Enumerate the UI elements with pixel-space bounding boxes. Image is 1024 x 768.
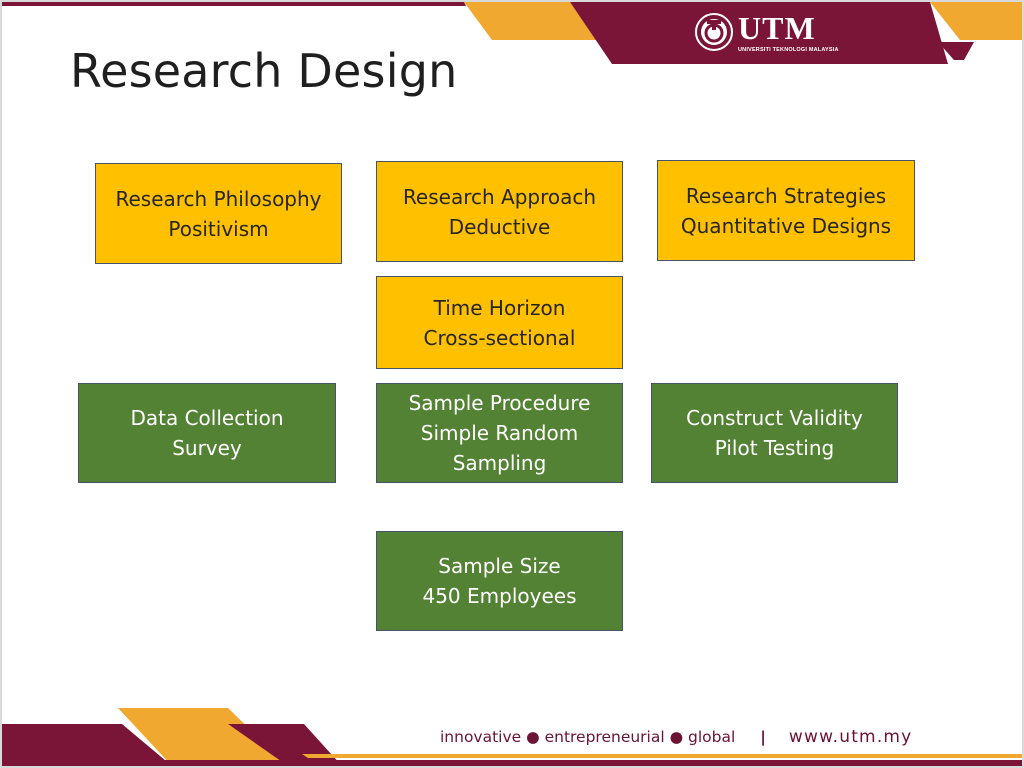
slide-title: Research Design [70,44,458,98]
box-heading: Sample Procedure [408,391,591,415]
box-value: Survey [172,436,242,460]
footer-tagline-bar: innovative ● entrepreneurial ● global | … [440,727,912,747]
box-heading: Sample Size [438,554,561,578]
research-strategies-box: Research Strategies Quantitative Designs [657,160,915,261]
box-value-continued: Sampling [452,451,547,475]
box-value: Simple Random [420,421,579,445]
box-heading: Data Collection [130,406,284,430]
box-value: Quantitative Designs [680,213,892,238]
box-heading: Time Horizon [433,295,566,320]
utm-crest-icon [695,13,733,51]
footer-url: www.utm.my [788,727,913,747]
box-heading: Research Philosophy [115,186,322,211]
box-value: Deductive [448,214,551,239]
sample-size-box: Sample Size 450 Employees [376,531,623,631]
utm-wordmark: UTM [738,10,816,46]
box-heading: Research Strategies [685,183,887,208]
box-value: Cross-sectional [423,325,576,350]
box-heading: Construct Validity [686,406,863,430]
data-collection-box: Data Collection Survey [78,383,336,483]
footer-separator: | [760,728,766,746]
research-approach-box: Research Approach Deductive [376,161,623,262]
box-value: Pilot Testing [714,436,835,460]
utm-fullname: UNIVERSITI TEKNOLOGI MALAYSIA [738,47,839,53]
box-value: 450 Employees [422,584,577,608]
box-value: Positivism [168,216,269,241]
construct-validity-box: Construct Validity Pilot Testing [651,383,898,483]
research-philosophy-box: Research Philosophy Positivism [95,163,342,264]
sample-procedure-box: Sample Procedure Simple Random Sampling [376,383,623,483]
utm-logo: UTM UNIVERSITI TEKNOLOGI MALAYSIA [694,10,838,56]
box-heading: Research Approach [402,184,597,209]
footer-tagline: innovative ● entrepreneurial ● global [440,728,736,746]
time-horizon-box: Time Horizon Cross-sectional [376,276,623,369]
